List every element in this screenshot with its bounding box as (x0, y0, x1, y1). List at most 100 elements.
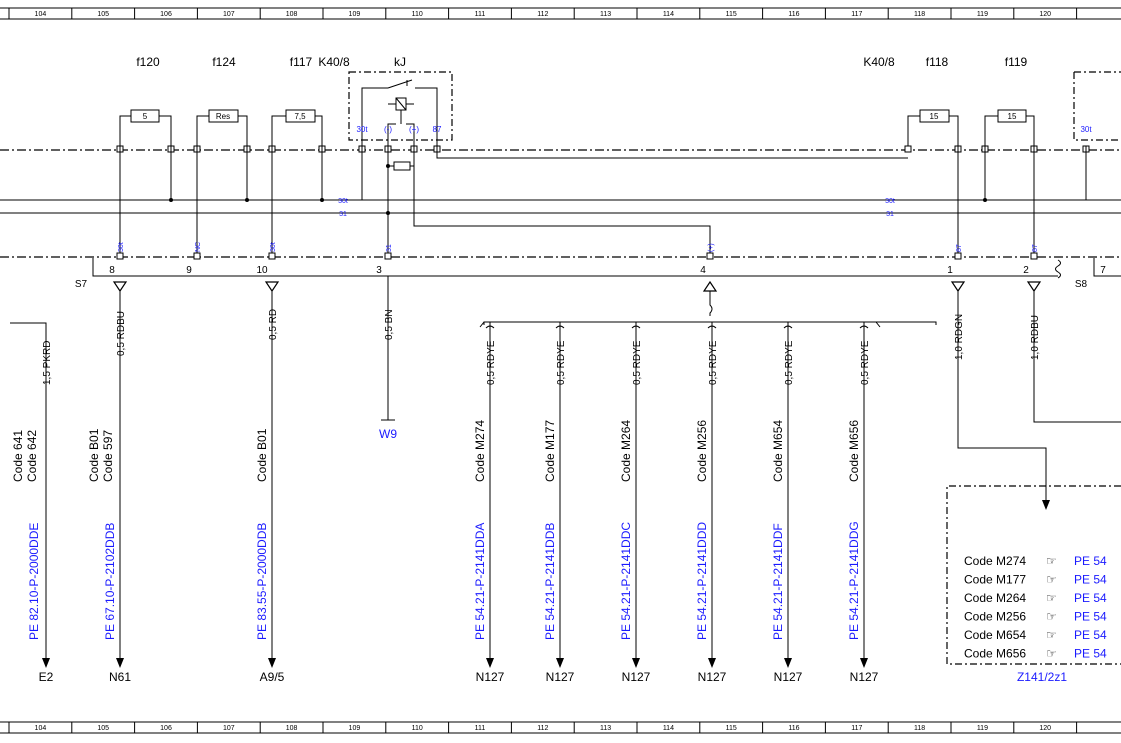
code-label: Code 641 (11, 430, 25, 482)
destination-a9-5: A9/5 (260, 670, 285, 684)
grid-column-number: 108 (286, 725, 298, 732)
fuse-to-connector-wires (119, 146, 1035, 258)
z141-reference-link[interactable]: PE 54 (1074, 591, 1107, 605)
grid-column-number: 112 (537, 725, 548, 732)
pe-reference-link[interactable]: PE 82.10-P-2000DDE (27, 523, 41, 640)
connector-socket-icon (702, 280, 718, 292)
fuse-f117-leads (271, 115, 323, 146)
grid-column-number: 111 (475, 11, 486, 18)
relay-kj-contacts (361, 79, 438, 146)
pointing-hand-icon: ☞ (1046, 591, 1057, 605)
fuse-f117-rating: 7,5 (294, 112, 306, 121)
relay-pin-minus: (-) (384, 125, 392, 134)
destination-n127: N127 (546, 670, 575, 684)
rail-label-30t: 30t (338, 198, 348, 205)
pin-marker (116, 252, 124, 260)
destination-n61: N61 (109, 670, 131, 684)
code-label: Code M274 (473, 420, 487, 482)
connector-pin-number: 4 (700, 265, 706, 276)
code-label: Code B01 (255, 428, 269, 482)
pointing-hand-icon: ☞ (1046, 573, 1057, 587)
grid-column-number: 108 (286, 11, 298, 18)
pointing-hand-icon: ☞ (1046, 647, 1057, 661)
z141-title-link[interactable]: Z141/2z1 (1017, 670, 1067, 684)
wire-label: 0,5 RDBU (116, 311, 127, 356)
grid-column-number: 119 (977, 725, 988, 732)
destination-w9-link[interactable]: W9 (379, 427, 397, 441)
connector-break-symbol (1055, 259, 1061, 279)
pe-reference-link[interactable]: PE 54.21-P-2141DDF (771, 523, 785, 640)
pointing-hand-icon: ☞ (1046, 628, 1057, 642)
grid-column-number: 111 (475, 725, 486, 732)
pin-marker (954, 252, 962, 260)
destination-n127: N127 (476, 670, 505, 684)
pe-reference-link[interactable]: PE 67.10-P-2102DDB (103, 523, 117, 640)
pointing-hand-icon: ☞ (1046, 610, 1057, 624)
destination-n127: N127 (622, 670, 651, 684)
z141-code: Code M177 (964, 573, 1026, 587)
fuse-f119-symbol (997, 109, 1027, 123)
grid-column-number: 117 (851, 11, 862, 18)
fuse-f120-rating: 5 (143, 112, 148, 121)
pe-reference-link[interactable]: PE 54.21-P-2141DDD (695, 522, 709, 640)
grid-column-number: 115 (726, 725, 737, 732)
connector-pins (116, 252, 1038, 260)
connector-pin-label: (+) (708, 243, 715, 252)
z141-reference-link[interactable]: PE 54 (1074, 628, 1107, 642)
wire-label: 0,5 RDYE (486, 340, 497, 385)
grid-column-number: 109 (349, 725, 361, 732)
code-label: Code M256 (695, 420, 709, 482)
fuse-f120-symbol (130, 109, 160, 123)
junction-dot (169, 198, 173, 202)
z141-reference-link[interactable]: PE 54 (1074, 610, 1107, 624)
connector-pin-label: 31 (386, 244, 393, 252)
wire-label: 1,5 PKRD (42, 341, 53, 385)
grid-column-number: 104 (35, 11, 47, 18)
pin-marker (384, 252, 392, 260)
connector-plug-icon (264, 281, 280, 293)
grid-column-number: 119 (977, 11, 988, 18)
connector-pin-label: 30t (118, 242, 125, 252)
pe-reference-link[interactable]: PE 54.21-P-2141DDG (847, 521, 861, 640)
grid-column-number: 106 (160, 725, 172, 732)
connector-pin-number: 9 (186, 265, 192, 276)
wire-label: 0,5 RDYE (784, 340, 795, 385)
fuse-f118-rating: 15 (930, 112, 939, 121)
z141-reference-link[interactable]: PE 54 (1074, 573, 1107, 587)
grid-column-number: 113 (600, 725, 611, 732)
z141-reference-link[interactable]: PE 54 (1074, 554, 1107, 568)
pin-marker (706, 252, 714, 260)
grid-column-number: 116 (788, 725, 799, 732)
connector-pin-label: 30t (270, 242, 277, 252)
wire-label: 1,0 RDBU (1030, 315, 1041, 360)
wire-label: 0,5 RDYE (860, 340, 871, 385)
fuse-f118-leads (907, 115, 959, 146)
connector-s7-body (92, 258, 1121, 277)
connector-pin-number: 2 (1023, 265, 1029, 276)
fuse-label-f117: f117 (290, 55, 313, 69)
fuse-label-f119: f119 (1005, 55, 1028, 69)
rail-label-31-right: 31 (886, 211, 894, 218)
code-label: Code B01 (87, 428, 101, 482)
code-label: Code M656 (847, 420, 861, 482)
pointing-hand-icon: ☞ (1046, 554, 1057, 568)
z141-reference-link[interactable]: PE 54 (1074, 647, 1107, 661)
pe-reference-link[interactable]: PE 54.21-P-2141DDC (619, 522, 633, 640)
destination-n127: N127 (774, 670, 803, 684)
destination-e2: E2 (39, 670, 54, 684)
grid-column-number: 120 (1039, 11, 1051, 18)
fuse-label-f124: f124 (212, 55, 236, 69)
z141-box (946, 485, 1121, 665)
grid-column-number: 120 (1039, 725, 1051, 732)
pe-reference-link[interactable]: PE 83.55-P-2000DDB (255, 523, 269, 640)
grid-column-number: 118 (914, 725, 925, 732)
pe-reference-link[interactable]: PE 54.21-P-2141DDA (473, 523, 487, 640)
code-label: Code M177 (543, 420, 557, 482)
pe-reference-link[interactable]: PE 54.21-P-2141DDB (543, 523, 557, 640)
wire-label: 0,5 BN (384, 309, 395, 340)
pin-marker (1030, 252, 1038, 260)
junction-dot (320, 198, 324, 202)
connector-plug-icon (950, 281, 966, 293)
